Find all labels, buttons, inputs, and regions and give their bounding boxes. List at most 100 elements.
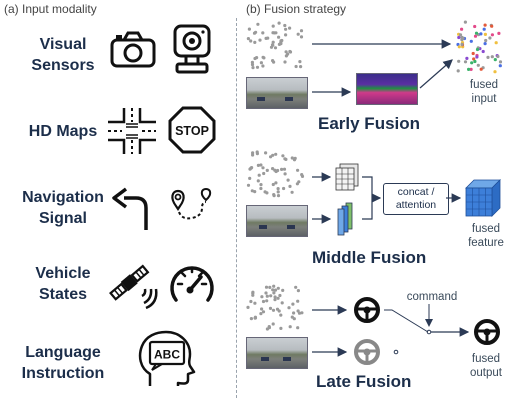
cloud-point bbox=[288, 26, 292, 30]
cloud-point bbox=[270, 43, 275, 47]
cloud-point bbox=[272, 284, 276, 288]
cloud-point bbox=[274, 152, 278, 156]
cloud-point bbox=[246, 305, 250, 309]
cloud-point bbox=[288, 325, 292, 329]
cloud-point bbox=[279, 42, 283, 46]
cloud-point bbox=[287, 306, 291, 310]
cloud-point bbox=[280, 167, 284, 171]
cloud-point bbox=[248, 167, 252, 171]
cloud-point bbox=[271, 182, 275, 187]
cloud-point bbox=[256, 22, 260, 26]
cloud-point bbox=[251, 66, 255, 70]
middle-bracket bbox=[362, 176, 373, 220]
cloud-point bbox=[273, 288, 278, 292]
cloud-point bbox=[279, 313, 283, 317]
cloud-point bbox=[261, 299, 266, 304]
cloud-point bbox=[271, 308, 276, 312]
cloud-point bbox=[282, 186, 286, 191]
cloud-point bbox=[281, 154, 285, 158]
camera-image-early bbox=[246, 77, 308, 109]
cloud-point bbox=[274, 181, 278, 185]
cloud-point bbox=[272, 60, 276, 64]
cloud-point bbox=[296, 32, 300, 36]
cloud-point bbox=[271, 24, 275, 28]
cloud-point bbox=[292, 317, 296, 321]
early-fusion-title: Early Fusion bbox=[318, 114, 421, 133]
cloud-point bbox=[253, 315, 257, 319]
cloud-point bbox=[475, 47, 480, 52]
cloud-point bbox=[262, 171, 266, 176]
cloud-point bbox=[461, 36, 465, 41]
cloud-point bbox=[288, 184, 292, 188]
cloud-point bbox=[264, 291, 268, 295]
cloud-point bbox=[259, 163, 263, 167]
cloud-point bbox=[263, 190, 267, 194]
cloud-point bbox=[284, 27, 288, 31]
cloud-point bbox=[271, 322, 275, 326]
cloud-point bbox=[292, 158, 297, 162]
cloud-point bbox=[273, 295, 277, 299]
cloud-point bbox=[483, 32, 487, 37]
cloud-point bbox=[276, 286, 280, 290]
cloud-point bbox=[476, 63, 480, 67]
cloud-point bbox=[294, 64, 298, 69]
cloud-point bbox=[469, 39, 473, 43]
cloud-point bbox=[246, 37, 250, 41]
cloud-point bbox=[498, 64, 502, 68]
cloud-point bbox=[284, 33, 288, 37]
stop-sign-text: STOP bbox=[175, 124, 209, 138]
cloud-point bbox=[297, 311, 302, 315]
cloud-point bbox=[482, 27, 486, 31]
cloud-point bbox=[286, 178, 290, 182]
cloud-point bbox=[268, 306, 273, 310]
cloud-point bbox=[296, 168, 300, 172]
cloud-point bbox=[296, 326, 300, 330]
cloud-point bbox=[248, 176, 252, 180]
cloud-point bbox=[486, 55, 490, 60]
cloud-point bbox=[260, 307, 264, 311]
cloud-point bbox=[488, 36, 492, 40]
steering-wheel-output-icon bbox=[474, 319, 500, 345]
point-cloud-early bbox=[246, 21, 304, 70]
cloud-point bbox=[493, 58, 497, 62]
cloud-point bbox=[465, 56, 469, 61]
cloud-point bbox=[479, 67, 483, 71]
cloud-point bbox=[276, 296, 280, 300]
cloud-point bbox=[483, 23, 487, 27]
cloud-point bbox=[247, 27, 251, 31]
cloud-point bbox=[457, 45, 461, 49]
cloud-point bbox=[484, 38, 488, 43]
cloud-point bbox=[283, 23, 287, 28]
point-cloud-middle bbox=[246, 150, 305, 198]
fused-input-cloud bbox=[456, 20, 503, 74]
cloud-point bbox=[259, 186, 263, 191]
cloud-point bbox=[250, 63, 255, 67]
cloud-point bbox=[264, 151, 268, 155]
lidar-feature-grid bbox=[335, 163, 359, 191]
cloud-point bbox=[253, 301, 257, 305]
cloud-point bbox=[471, 51, 475, 56]
camera-icon bbox=[110, 31, 156, 68]
stop-sign-icon: STOP bbox=[168, 106, 216, 154]
cloud-point bbox=[472, 57, 476, 61]
input-modality-title: (a) Input modality bbox=[4, 2, 97, 16]
cloud-point bbox=[490, 33, 494, 37]
cloud-point bbox=[272, 194, 276, 198]
switch-wire-top bbox=[384, 309, 429, 333]
cloud-point bbox=[261, 64, 265, 68]
abc-text: ABC bbox=[154, 348, 180, 362]
cloud-point bbox=[458, 33, 463, 37]
cloud-point bbox=[265, 327, 269, 331]
cloud-point bbox=[299, 29, 304, 33]
cloud-point bbox=[251, 293, 255, 297]
cloud-point bbox=[284, 50, 288, 54]
cloud-point bbox=[276, 187, 280, 191]
cloud-point bbox=[272, 31, 276, 35]
cloud-point bbox=[481, 49, 485, 54]
panel-divider bbox=[236, 18, 237, 398]
